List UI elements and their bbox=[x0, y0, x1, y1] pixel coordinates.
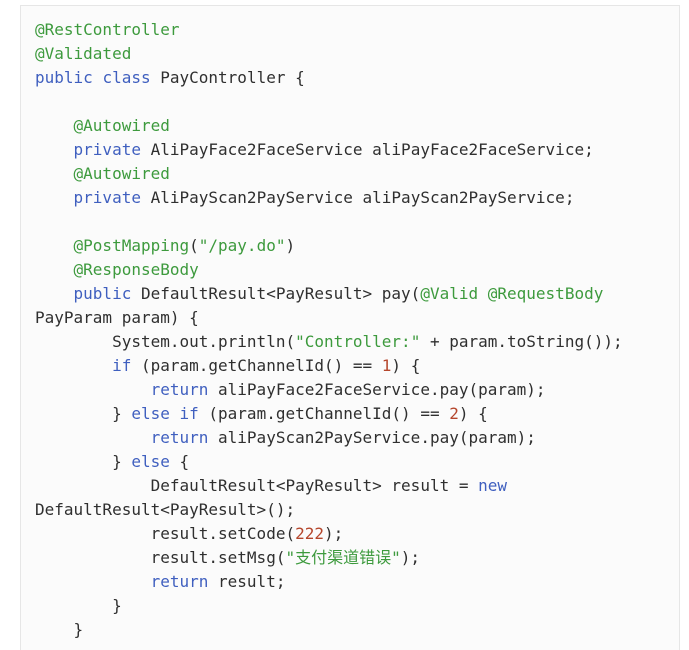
code-annotation: @ResponseBody bbox=[73, 260, 199, 279]
code-text bbox=[35, 356, 112, 375]
code-line: DefaultResult<PayResult> result = new bbox=[35, 474, 679, 498]
code-text bbox=[478, 284, 488, 303]
code-annotation: @RestController bbox=[35, 20, 180, 39]
code-keyword: return bbox=[150, 428, 209, 447]
code-line: private AliPayScan2PayService aliPayScan… bbox=[35, 186, 679, 210]
code-text: } bbox=[35, 596, 122, 615]
code-line bbox=[35, 210, 679, 234]
code-keyword: else bbox=[131, 404, 170, 423]
code-text: AliPayFace2FaceService aliPayFace2FaceSe… bbox=[140, 140, 594, 159]
code-text: DefaultResult<PayResult> pay( bbox=[131, 284, 421, 303]
code-text bbox=[35, 284, 74, 303]
code-text: DefaultResult<PayResult> result = bbox=[35, 476, 479, 495]
code-line: return aliPayFace2FaceService.pay(param)… bbox=[35, 378, 679, 402]
code-string: "支付渠道错误" bbox=[285, 548, 401, 567]
code-text bbox=[93, 68, 103, 87]
code-line: public class PayController { bbox=[35, 66, 679, 90]
code-line: } bbox=[35, 618, 679, 642]
code-text: aliPayScan2PayService.pay(param); bbox=[208, 428, 536, 447]
code-keyword: class bbox=[102, 68, 151, 87]
code-line: return result; bbox=[35, 570, 679, 594]
code-line: @Autowired bbox=[35, 162, 679, 186]
code-text bbox=[170, 404, 180, 423]
code-text: ( bbox=[189, 236, 199, 255]
code-annotation: @PostMapping bbox=[73, 236, 190, 255]
code-number: 222 bbox=[295, 524, 324, 543]
code-line: result.setCode(222); bbox=[35, 522, 679, 546]
code-line: } bbox=[35, 594, 679, 618]
code-text bbox=[35, 140, 74, 159]
code-annotation: @Validated bbox=[35, 44, 132, 63]
code-text: PayController { bbox=[150, 68, 305, 87]
code-annotation: @Valid bbox=[420, 284, 479, 303]
code-text bbox=[35, 380, 151, 399]
code-text: (param.getChannelId() == bbox=[198, 404, 450, 423]
code-block: @RestController @Validated public class Pa… bbox=[20, 5, 680, 650]
code-string: "/pay.do" bbox=[198, 236, 286, 255]
code-annotation: @Autowired bbox=[73, 164, 170, 183]
code-text: result.setMsg( bbox=[35, 548, 286, 567]
code-text: } bbox=[35, 404, 132, 423]
code-text bbox=[35, 236, 74, 255]
code-text: PayParam param) { bbox=[35, 308, 199, 327]
code-text: ); bbox=[324, 524, 344, 543]
code-keyword: public bbox=[73, 284, 132, 303]
code-line: PayParam param) { bbox=[35, 306, 679, 330]
code-annotation: @RequestBody bbox=[487, 284, 604, 303]
code-text: DefaultResult<PayResult>(); bbox=[35, 500, 296, 519]
code-line: @ResponseBody bbox=[35, 258, 679, 282]
code-number: 2 bbox=[449, 404, 459, 423]
code-text: + param.toString()); bbox=[420, 332, 623, 351]
code-line: DefaultResult<PayResult>(); bbox=[35, 498, 679, 522]
code-line: public DefaultResult<PayResult> pay(@Val… bbox=[35, 282, 679, 306]
code-text: } bbox=[35, 452, 132, 471]
code-text: ); bbox=[400, 548, 420, 567]
code-keyword: private bbox=[73, 188, 141, 207]
code-text: ) bbox=[285, 236, 296, 255]
code-line: } else { bbox=[35, 450, 679, 474]
code-text bbox=[35, 116, 74, 135]
code-keyword: if bbox=[179, 404, 199, 423]
code-text: result.setCode( bbox=[35, 524, 296, 543]
code-line: } else if (param.getChannelId() == 2) { bbox=[35, 402, 679, 426]
code-line: @PostMapping("/pay.do") bbox=[35, 234, 679, 258]
code-text bbox=[35, 164, 74, 183]
code-text: } bbox=[35, 620, 84, 639]
code-line: @Autowired bbox=[35, 114, 679, 138]
code-keyword: new bbox=[478, 476, 508, 495]
code-text bbox=[35, 572, 151, 591]
code-text bbox=[35, 188, 74, 207]
code-keyword: if bbox=[112, 356, 132, 375]
code-text: System.out.println( bbox=[35, 332, 296, 351]
code-line bbox=[35, 90, 679, 114]
code-keyword: private bbox=[73, 140, 141, 159]
code-line: @Validated bbox=[35, 42, 679, 66]
code-line: private AliPayFace2FaceService aliPayFac… bbox=[35, 138, 679, 162]
code-line: System.out.println("Controller:" + param… bbox=[35, 330, 679, 354]
code-keyword: return bbox=[150, 380, 209, 399]
code-keyword: else bbox=[131, 452, 170, 471]
code-line: @RestController bbox=[35, 18, 679, 42]
code-text: ) { bbox=[458, 404, 488, 423]
code-text: result; bbox=[208, 572, 286, 591]
code-string: "Controller:" bbox=[295, 332, 421, 351]
code-text: ) { bbox=[391, 356, 421, 375]
code-keyword: return bbox=[150, 572, 209, 591]
code-text: (param.getChannelId() == bbox=[131, 356, 382, 375]
code-text bbox=[35, 260, 74, 279]
code-keyword: public bbox=[35, 68, 93, 87]
code-text: { bbox=[169, 452, 190, 471]
code-annotation: @Autowired bbox=[73, 116, 170, 135]
code-text: AliPayScan2PayService aliPayScan2PayServ… bbox=[140, 188, 575, 207]
code-line: if (param.getChannelId() == 1) { bbox=[35, 354, 679, 378]
code-text: aliPayFace2FaceService.pay(param); bbox=[208, 380, 546, 399]
code-text bbox=[35, 428, 151, 447]
code-number: 1 bbox=[381, 356, 392, 375]
code-line: result.setMsg("支付渠道错误"); bbox=[35, 546, 679, 570]
code-line: return aliPayScan2PayService.pay(param); bbox=[35, 426, 679, 450]
